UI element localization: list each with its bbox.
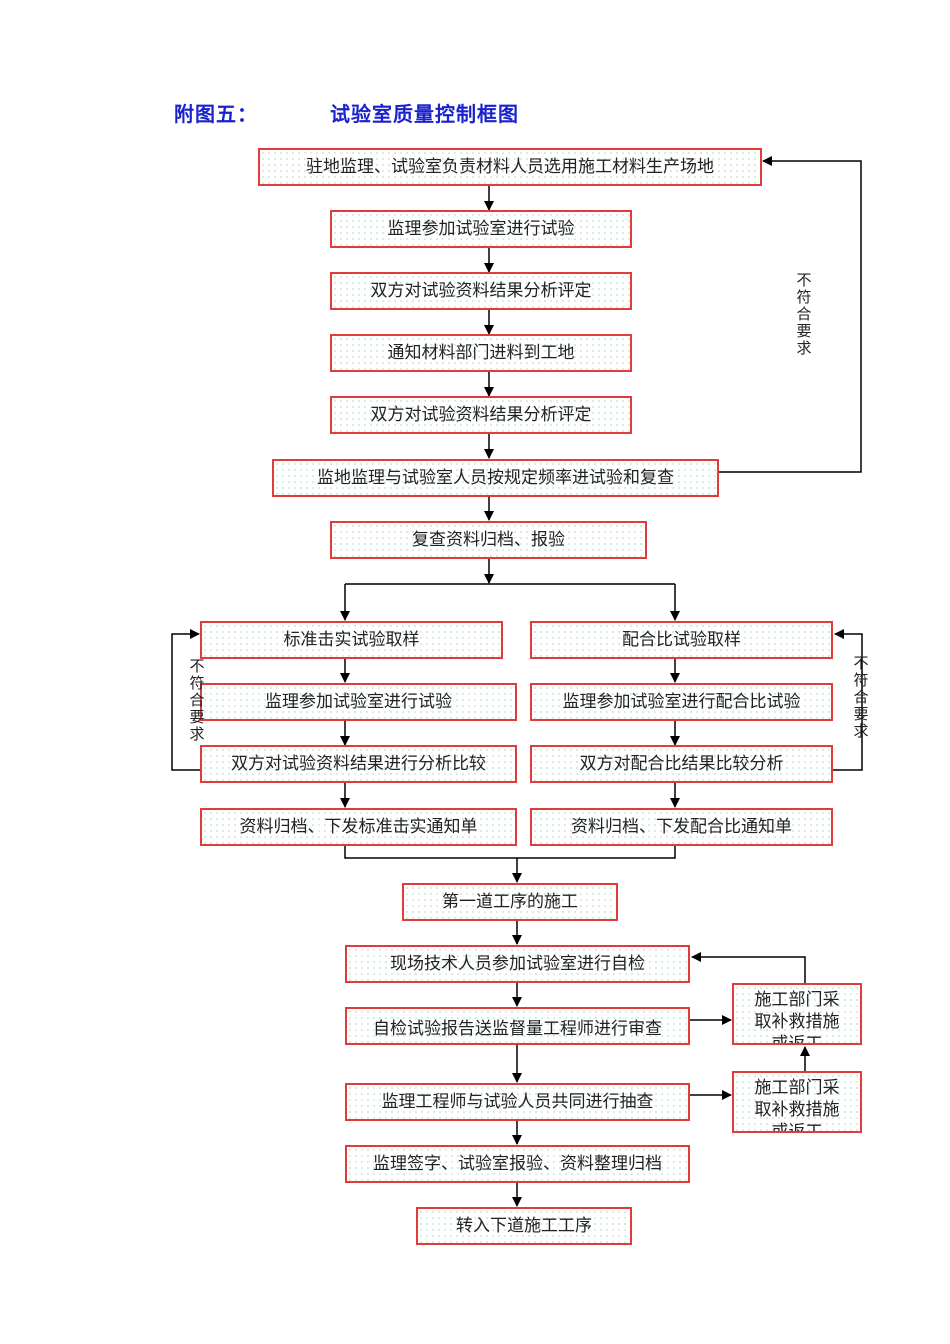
step-report-review: 自检试验报告送监督量工程师进行审查 — [345, 1007, 690, 1045]
step-first-process: 第一道工序的施工 — [402, 883, 618, 921]
right-issue-mix-notice: 资料归档、下发配合比通知单 — [530, 808, 833, 846]
feedback-loop-top — [718, 156, 862, 473]
step-evaluate-results-1: 双方对试验资料结果分析评定 — [330, 272, 632, 310]
left-compare-results: 双方对试验资料结果进行分析比较 — [200, 745, 517, 783]
step-archive-report: 复查资料归档、报验 — [330, 521, 647, 559]
left-issue-compaction-notice: 资料归档、下发标准击实通知单 — [200, 808, 517, 846]
step-notify-material-dept: 通知材料部门进料到工地 — [330, 334, 632, 372]
step-next-process: 转入下道施工工序 — [416, 1207, 632, 1245]
right-supervisor-mix-test: 监理参加试验室进行配合比试验 — [530, 683, 833, 721]
remedy-return-1 — [691, 952, 806, 983]
right-compare-mix-results: 双方对配合比结果比较分析 — [530, 745, 833, 783]
left-compaction-sampling: 标准击实试验取样 — [200, 621, 503, 659]
step-evaluate-results-2: 双方对试验资料结果分析评定 — [330, 396, 632, 434]
step-supervisor-test: 监理参加试验室进行试验 — [330, 210, 632, 248]
loop-label-top: 不符合要求 — [796, 271, 812, 357]
remedy-box-2: 施工部门采取补救措施或返工 — [732, 1071, 862, 1133]
feedback-loop-left — [171, 629, 201, 771]
step-frequency-test-recheck: 监地监理与试验室人员按规定频率进试验和复查 — [272, 459, 719, 497]
loop-label-left: 不符合要求 — [189, 657, 205, 743]
feedback-loop-right — [833, 629, 863, 771]
merge-line — [344, 846, 676, 859]
right-mix-sampling: 配合比试验取样 — [530, 621, 833, 659]
diagram-title: 试验室质量控制框图 — [330, 102, 519, 126]
step-self-inspection: 现场技术人员参加试验室进行自检 — [345, 945, 690, 983]
remedy-box-1: 施工部门采取补救措施或返工 — [732, 983, 862, 1045]
left-supervisor-test: 监理参加试验室进行试验 — [200, 683, 517, 721]
step-sign-archive: 监理签字、试验室报验、资料整理归档 — [345, 1145, 690, 1183]
step-joint-spot-check: 监理工程师与试验人员共同进行抽查 — [345, 1083, 690, 1121]
figure-label: 附图五： — [174, 102, 258, 126]
step-select-material-site: 驻地监理、试验室负责材料人员选用施工材料生产场地 — [258, 148, 762, 186]
loop-label-right: 不符合要求 — [853, 654, 869, 740]
